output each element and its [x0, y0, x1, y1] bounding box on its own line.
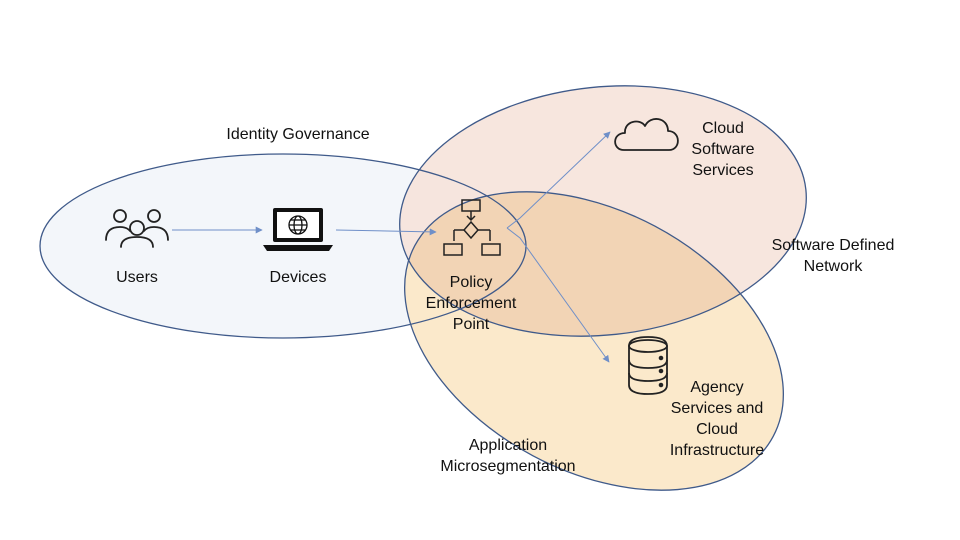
- label-line: Point: [453, 316, 490, 333]
- label-line: Application: [469, 437, 547, 454]
- cloud-icon: [614, 118, 679, 151]
- users-icon: [105, 209, 169, 248]
- laptop-globe-icon: [263, 208, 333, 251]
- flowchart-icon: [443, 199, 501, 256]
- label-line: Identity Governance: [226, 126, 369, 143]
- microsegmentation-outline: [404, 191, 784, 491]
- identity-governance-label: Identity Governance: [226, 126, 369, 143]
- users-label: Users: [116, 269, 158, 286]
- label-line: Infrastructure: [670, 442, 764, 459]
- software-defined-network-outline: [399, 85, 807, 337]
- label-line: Microsegmentation: [440, 458, 575, 475]
- label-line: Cloud: [702, 120, 744, 137]
- pep-to-agency-arrow: [506, 227, 610, 363]
- pep-to-cloud-arrow: [506, 131, 611, 229]
- label-line: Policy: [450, 274, 493, 291]
- database-icon: [628, 336, 668, 395]
- devices-label: Devices: [270, 269, 327, 286]
- label-line: Agency: [690, 379, 743, 396]
- label-line: Software: [691, 141, 754, 158]
- label-line: Services: [692, 162, 753, 179]
- label-line: Enforcement: [426, 295, 517, 312]
- devices-to-pep-arrow: [335, 228, 437, 236]
- label-line: Cloud: [696, 421, 738, 438]
- label-line: Network: [804, 258, 864, 275]
- label-line: Devices: [270, 269, 327, 286]
- label-line: Services and: [671, 400, 764, 417]
- label-line: Users: [116, 269, 158, 286]
- label-line: Software Defined: [772, 237, 895, 254]
